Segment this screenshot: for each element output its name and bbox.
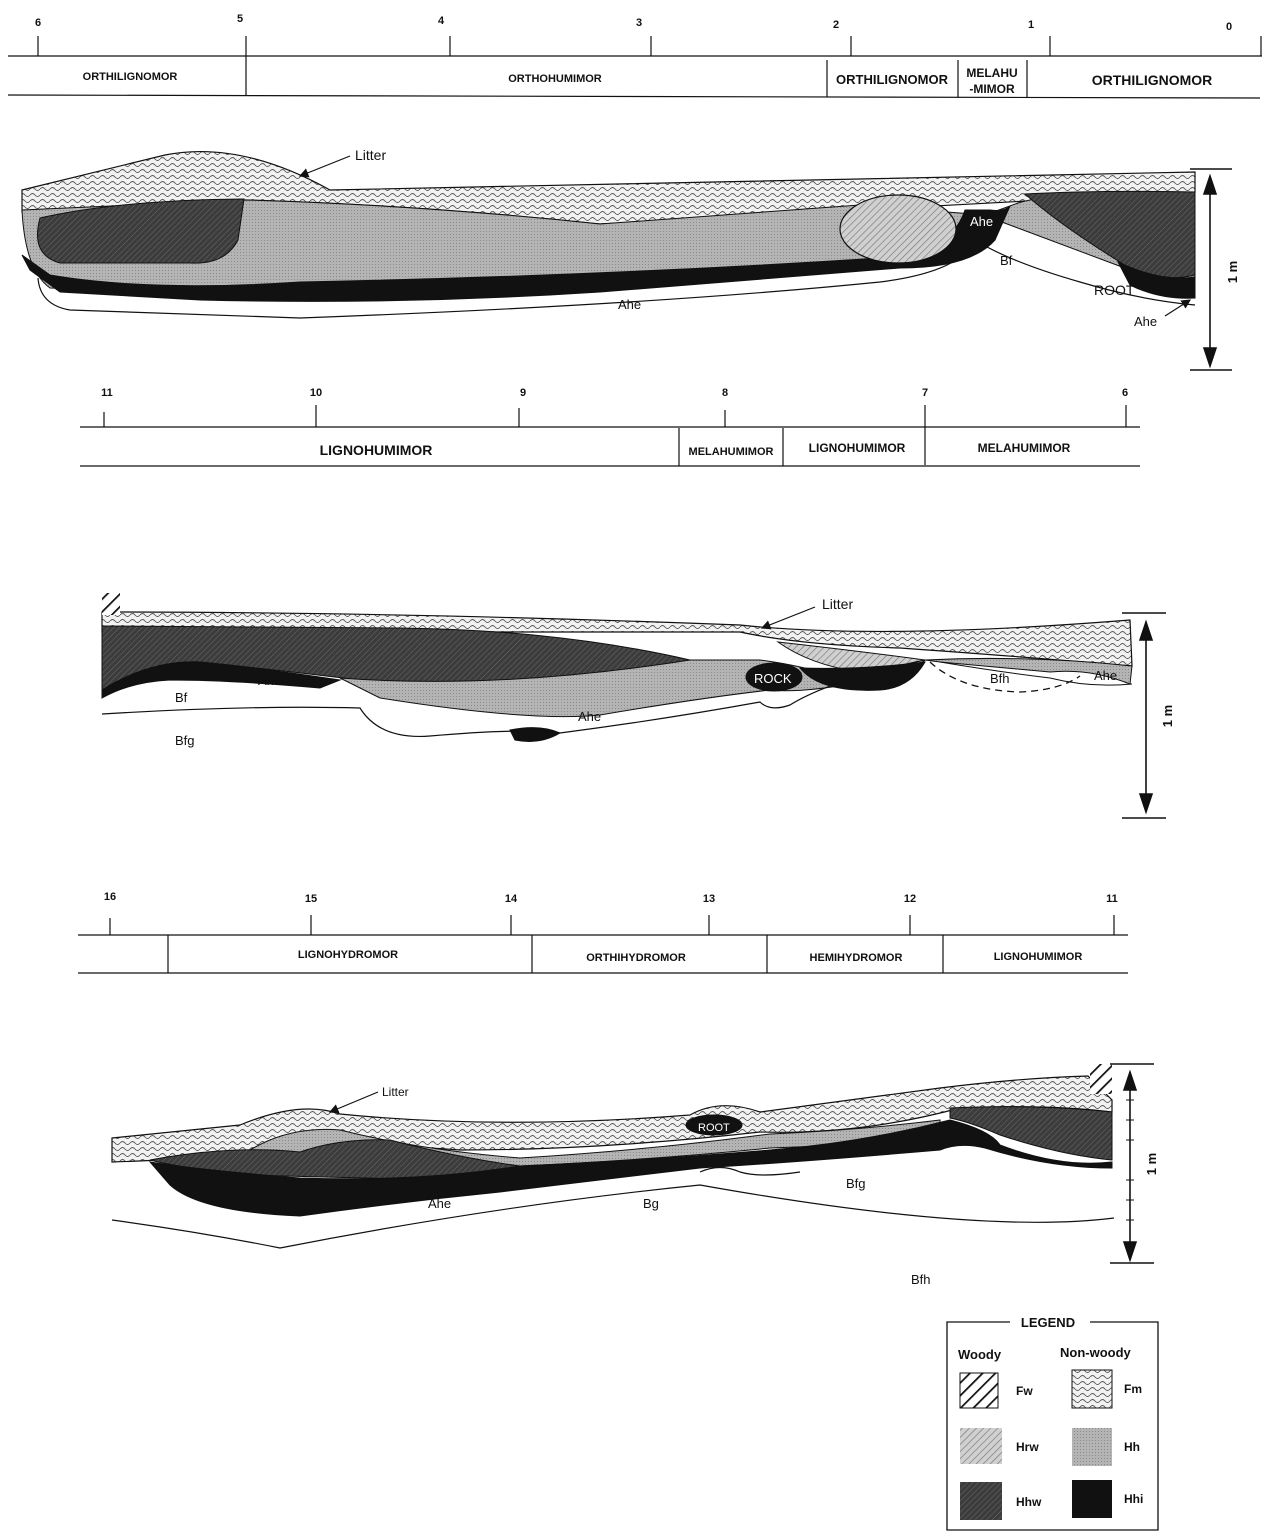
class-label: LIGNOHUMIMOR [809,441,906,455]
panel-2: 11 10 9 8 7 6 LIGNOHUMIMOR MELAHUMIMOR L… [80,387,1175,818]
horizon-label: Ahe [1134,314,1157,329]
distance-ruler [80,405,1140,465]
horizon-label: Ahe [578,709,601,724]
horizon-label: Bfg [846,1176,866,1191]
tick-label: 9 [520,387,526,399]
leader-line [762,607,815,628]
class-label: ORTHILIGNOMOR [1092,72,1213,88]
horizon-label: Bfh [990,671,1010,686]
legend-swatch-hrw [960,1428,1002,1464]
class-label: ORTHILIGNOMOR [83,71,178,83]
horizon-label: Ahe [970,214,993,229]
horizon-label: Bg [643,1196,659,1211]
tick-label: 3 [636,17,642,29]
horizon-label: Bfh [911,1272,931,1287]
horizon-label: Ahe [618,297,641,312]
tick-label: 13 [703,893,715,905]
class-label: HEMIHYDROMOR [810,952,903,964]
legend-swatch-hhw [960,1482,1002,1520]
class-label: LIGNOHUMIMOR [320,442,433,458]
tick-label: 4 [438,15,445,27]
panel-3: 16 15 14 13 12 11 LIGNOHYDROMOR ORTHIHYD… [78,891,1159,1287]
class-label: ORTHIHYDROMOR [586,952,686,964]
distance-ruler [78,915,1128,935]
tick-label: 6 [1122,387,1128,399]
tick-label: 1 [1028,19,1034,31]
litter-label: Litter [382,1085,409,1099]
class-label: LIGNOHUMIMOR [994,951,1083,963]
legend-label: Hhi [1124,1492,1143,1506]
horizon-label: Ahe [918,1133,941,1148]
legend: LEGEND Woody Non-woody Fw Fm Hrw Hh Hhw … [947,1315,1158,1530]
tick-label: 0 [1226,21,1232,33]
legend-swatch-hhi [1072,1480,1112,1518]
horizon-hhi [510,728,560,742]
legend-title: LEGEND [1021,1315,1075,1330]
woody-block-fw [102,593,120,615]
tick-label: 6 [35,17,41,29]
woody-block-fw [1090,1064,1112,1094]
legend-label: Hh [1124,1440,1140,1454]
class-label: MELAHUMIMOR [978,441,1071,455]
horizon-label: Ahe [1094,668,1117,683]
tick-label: 15 [305,893,317,905]
legend-heading-nonwoody: Non-woody [1060,1345,1132,1360]
root-label: ROOT [698,1122,730,1134]
woody-block-hrw [840,195,956,263]
class-label: ORTHILIGNOMOR [836,72,949,87]
legend-label: Hhw [1016,1495,1042,1509]
horizon-label: Bf [1000,253,1013,268]
horizon-label: Ahe [428,1196,451,1211]
legend-swatch-hh [1072,1428,1112,1466]
scale-label: 1 m [1225,261,1240,283]
class-label: -MIMOR [969,82,1015,96]
scale-label: 1 m [1144,1153,1159,1175]
rock-label: ROCK [754,671,792,686]
horizon-label: Bfg [175,733,195,748]
tick-label: 16 [104,891,116,903]
root-label: ROOT [1094,282,1135,298]
tick-label: 11 [1106,893,1118,905]
distance-ruler [8,36,1262,56]
class-label: LIGNOHYDROMOR [298,949,398,961]
legend-label: Hrw [1016,1440,1039,1454]
litter-label: Litter [355,147,386,163]
panel-1: 6 5 4 3 2 1 0 ORTHILIGNOMOR ORTHOHUMIMOR… [8,13,1262,370]
legend-label: Fm [1124,1382,1142,1396]
tick-label: 2 [833,19,839,31]
tick-label: 5 [237,13,243,25]
legend-heading-woody: Woody [958,1347,1002,1362]
leader-line [330,1092,378,1112]
tick-label: 8 [722,387,728,399]
tick-label: 14 [505,893,518,905]
legend-swatch-fw [960,1373,998,1408]
scale-label: 1 m [1160,705,1175,727]
tick-label: 11 [101,387,113,399]
horizon-label: Bf [175,690,188,705]
classification-bar [8,56,1260,98]
legend-swatch-fm [1072,1370,1112,1408]
class-label: MELAHU [966,66,1017,80]
tick-label: 12 [904,893,916,905]
horizon-label: Ahe [258,673,281,688]
class-label: ORTHOHUMIMOR [508,73,602,85]
tick-label: 10 [310,387,322,399]
tick-label: 7 [922,387,928,399]
horizon-boundary [700,1168,800,1176]
class-label: MELAHUMIMOR [689,446,774,458]
litter-label: Litter [822,596,853,612]
legend-label: Fw [1016,1384,1033,1398]
